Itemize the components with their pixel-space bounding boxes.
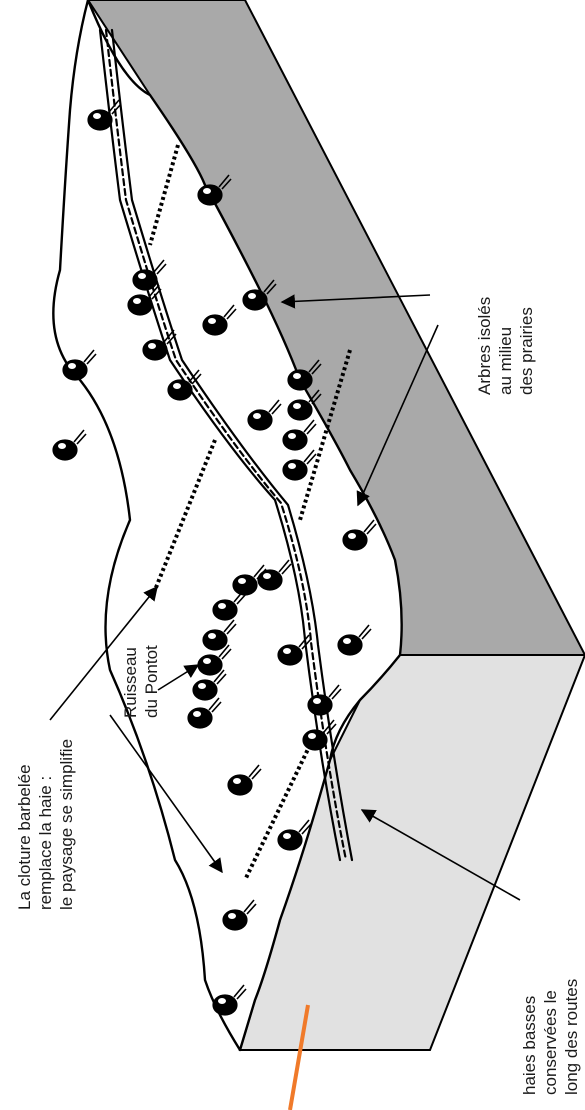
tree-icon	[53, 430, 86, 460]
hedges-label-line1: haies basses	[520, 996, 539, 1095]
hedges-label: haies basses conservées le long des rout…	[520, 979, 581, 1095]
trees-label: Arbres isolés au milieu des prairies	[475, 297, 536, 395]
trees-label-line1: Arbres isolés	[475, 297, 494, 395]
stream-label-line1: Ruisseau	[121, 647, 140, 718]
stream-label-line2: du Pontot	[142, 645, 161, 718]
trees-label-line3: des prairies	[517, 307, 536, 395]
fence-label-line1: La cloture barbelée	[15, 764, 34, 910]
hedges-label-line3: long des routes	[562, 979, 581, 1095]
fence-label-line2: remplace la haie :	[36, 776, 55, 910]
fence-label: La cloture barbelée remplace la haie : l…	[15, 739, 76, 910]
hedges-label-line2: conservées le	[541, 990, 560, 1095]
trees-label-line2: au milieu	[496, 327, 515, 395]
fence-label-line3: le paysage se simplifie	[57, 739, 76, 910]
